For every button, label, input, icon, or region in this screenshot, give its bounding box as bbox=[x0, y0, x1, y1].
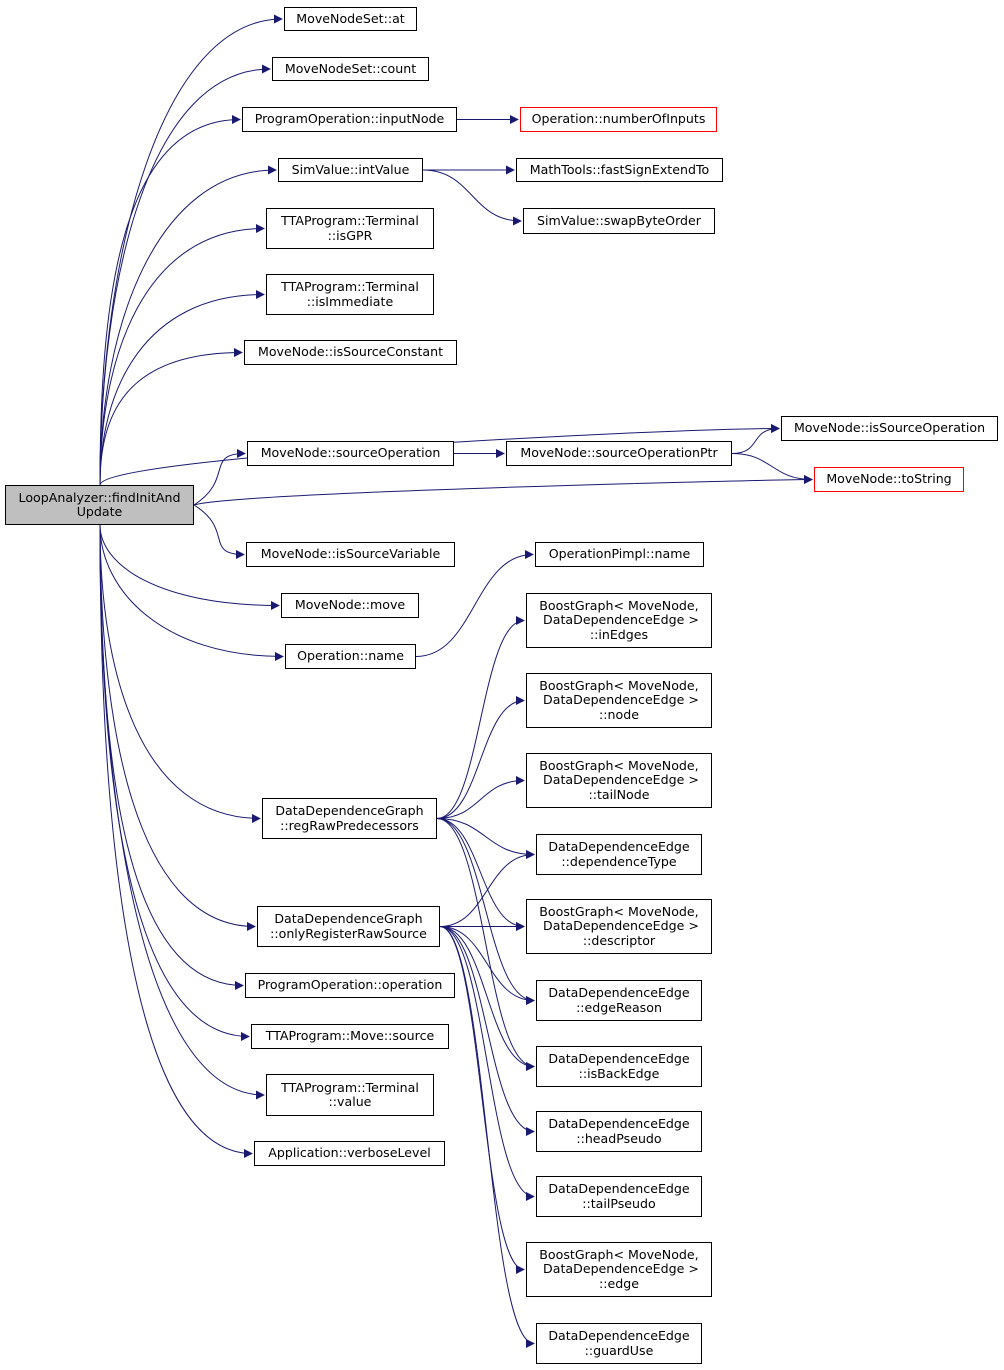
call-edge-root-to-int-value bbox=[99, 165, 277, 486]
call-edge-root-to-is-source-variable bbox=[193, 504, 245, 559]
function-node-is-source-variable[interactable]: MoveNode::isSourceVariable bbox=[246, 542, 455, 567]
call-edge-reg-raw-to-bg-descriptor bbox=[436, 818, 525, 931]
call-edge-root-to-input-node bbox=[99, 115, 241, 486]
call-edge-only-reg-to-edge-reason bbox=[439, 926, 535, 1005]
function-node-guard-use[interactable]: DataDependenceEdge ::guardUse bbox=[536, 1323, 702, 1364]
function-node-is-back-edge[interactable]: DataDependenceEdge ::isBackEdge bbox=[536, 1046, 702, 1087]
call-edge-root-to-only-reg bbox=[99, 524, 256, 931]
function-node-verbose-level[interactable]: Application::verboseLevel bbox=[254, 1141, 445, 1166]
function-node-input-node[interactable]: ProgramOperation::inputNode bbox=[242, 107, 457, 132]
call-edge-only-reg-to-guard-use bbox=[439, 926, 535, 1348]
edges bbox=[99, 14, 813, 1348]
call-edge-root-to-is-source-constant bbox=[99, 348, 243, 486]
call-edge-root-to-is-gpr bbox=[99, 224, 265, 486]
call-edge-root-to-is-immediate bbox=[99, 290, 265, 486]
call-edge-reg-raw-to-bg-tail-node bbox=[436, 776, 525, 819]
function-node-source-operation[interactable]: MoveNode::sourceOperation bbox=[247, 441, 454, 466]
function-node-move-source[interactable]: TTAProgram::Move::source bbox=[251, 1024, 449, 1049]
function-node-bg-in-edges[interactable]: BoostGraph< MoveNode, DataDependenceEdge… bbox=[526, 593, 712, 648]
call-edge-root-to-prog-operation bbox=[99, 524, 244, 990]
function-node-edge-reason[interactable]: DataDependenceEdge ::edgeReason bbox=[536, 980, 702, 1021]
function-node-reg-raw[interactable]: DataDependenceGraph ::regRawPredecessors bbox=[262, 798, 437, 839]
call-edge-root-to-count bbox=[99, 64, 271, 486]
function-node-is-source-constant[interactable]: MoveNode::isSourceConstant bbox=[244, 340, 457, 365]
call-edge-root-to-reg-raw bbox=[99, 524, 261, 823]
function-node-move[interactable]: MoveNode::move bbox=[281, 593, 419, 618]
call-edge-root-to-to-string bbox=[193, 475, 813, 506]
function-node-pimpl-name[interactable]: OperationPimpl::name bbox=[535, 542, 704, 567]
function-node-dep-type[interactable]: DataDependenceEdge ::dependenceType bbox=[536, 834, 702, 875]
function-node-swap-byte-order[interactable]: SimValue::swapByteOrder bbox=[523, 208, 715, 234]
call-edge-only-reg-to-head-pseudo bbox=[439, 926, 535, 1136]
function-node-source-operation-ptr[interactable]: MoveNode::sourceOperationPtr bbox=[506, 441, 732, 466]
root-function-node: LoopAnalyzer::findInitAnd Update bbox=[5, 485, 194, 525]
call-edge-root-to-term-value bbox=[99, 524, 265, 1100]
function-node-bg-node[interactable]: BoostGraph< MoveNode, DataDependenceEdge… bbox=[526, 673, 712, 728]
call-edge-reg-raw-to-bg-in-edges bbox=[436, 616, 525, 819]
function-node-is-source-operation[interactable]: MoveNode::isSourceOperation bbox=[781, 416, 998, 441]
call-edge-reg-raw-to-bg-node bbox=[436, 696, 525, 819]
call-edge-only-reg-to-tail-pseudo bbox=[439, 926, 535, 1201]
function-node-count[interactable]: MoveNodeSet::count bbox=[272, 57, 429, 81]
call-edge-op-name-to-pimpl-name bbox=[415, 550, 534, 657]
function-node-bg-tail-node[interactable]: BoostGraph< MoveNode, DataDependenceEdge… bbox=[526, 753, 712, 808]
call-edge-reg-raw-to-dep-type bbox=[436, 818, 535, 859]
call-edge-root-to-source-operation bbox=[193, 449, 246, 506]
function-node-to-string[interactable]: MoveNode::toString bbox=[814, 467, 964, 492]
call-edge-reg-raw-to-edge-reason bbox=[436, 818, 535, 1005]
call-edge-root-to-verbose-level bbox=[99, 524, 253, 1158]
function-node-term-value[interactable]: TTAProgram::Terminal ::value bbox=[266, 1074, 434, 1116]
function-node-is-immediate[interactable]: TTAProgram::Terminal ::isImmediate bbox=[266, 274, 434, 315]
call-edge-source-operation-ptr-to-to-string bbox=[731, 453, 813, 484]
function-node-bg-edge[interactable]: BoostGraph< MoveNode, DataDependenceEdge… bbox=[526, 1242, 712, 1297]
call-edge-root-to-move-source bbox=[99, 524, 250, 1041]
function-node-number-of-inputs[interactable]: Operation::numberOfInputs bbox=[520, 107, 717, 132]
call-edge-only-reg-to-dep-type bbox=[439, 850, 535, 927]
function-node-tail-pseudo[interactable]: DataDependenceEdge ::tailPseudo bbox=[536, 1176, 702, 1217]
function-node-is-gpr[interactable]: TTAProgram::Terminal ::isGPR bbox=[266, 208, 434, 249]
function-node-prog-operation[interactable]: ProgramOperation::operation bbox=[245, 973, 455, 998]
call-edge-reg-raw-to-is-back-edge bbox=[436, 818, 535, 1071]
function-node-op-name[interactable]: Operation::name bbox=[285, 644, 416, 669]
call-edge-root-to-op-name bbox=[99, 524, 284, 661]
function-node-bg-descriptor[interactable]: BoostGraph< MoveNode, DataDependenceEdge… bbox=[526, 899, 712, 954]
function-node-int-value[interactable]: SimValue::intValue bbox=[278, 158, 423, 182]
call-edge-int-value-to-swap-byte-order bbox=[422, 169, 522, 226]
function-node-at[interactable]: MoveNodeSet::at bbox=[284, 7, 417, 31]
call-edge-only-reg-to-is-back-edge bbox=[439, 926, 535, 1071]
call-edge-root-to-move bbox=[99, 524, 280, 610]
function-node-only-reg[interactable]: DataDependenceGraph ::onlyRegisterRawSou… bbox=[257, 906, 440, 947]
call-edge-source-operation-ptr-to-is-source-operation bbox=[731, 424, 780, 454]
function-node-head-pseudo[interactable]: DataDependenceEdge ::headPseudo bbox=[536, 1111, 702, 1152]
function-node-fast-sign-extend-to[interactable]: MathTools::fastSignExtendTo bbox=[516, 158, 723, 182]
call-edge-root-to-at bbox=[99, 14, 283, 486]
